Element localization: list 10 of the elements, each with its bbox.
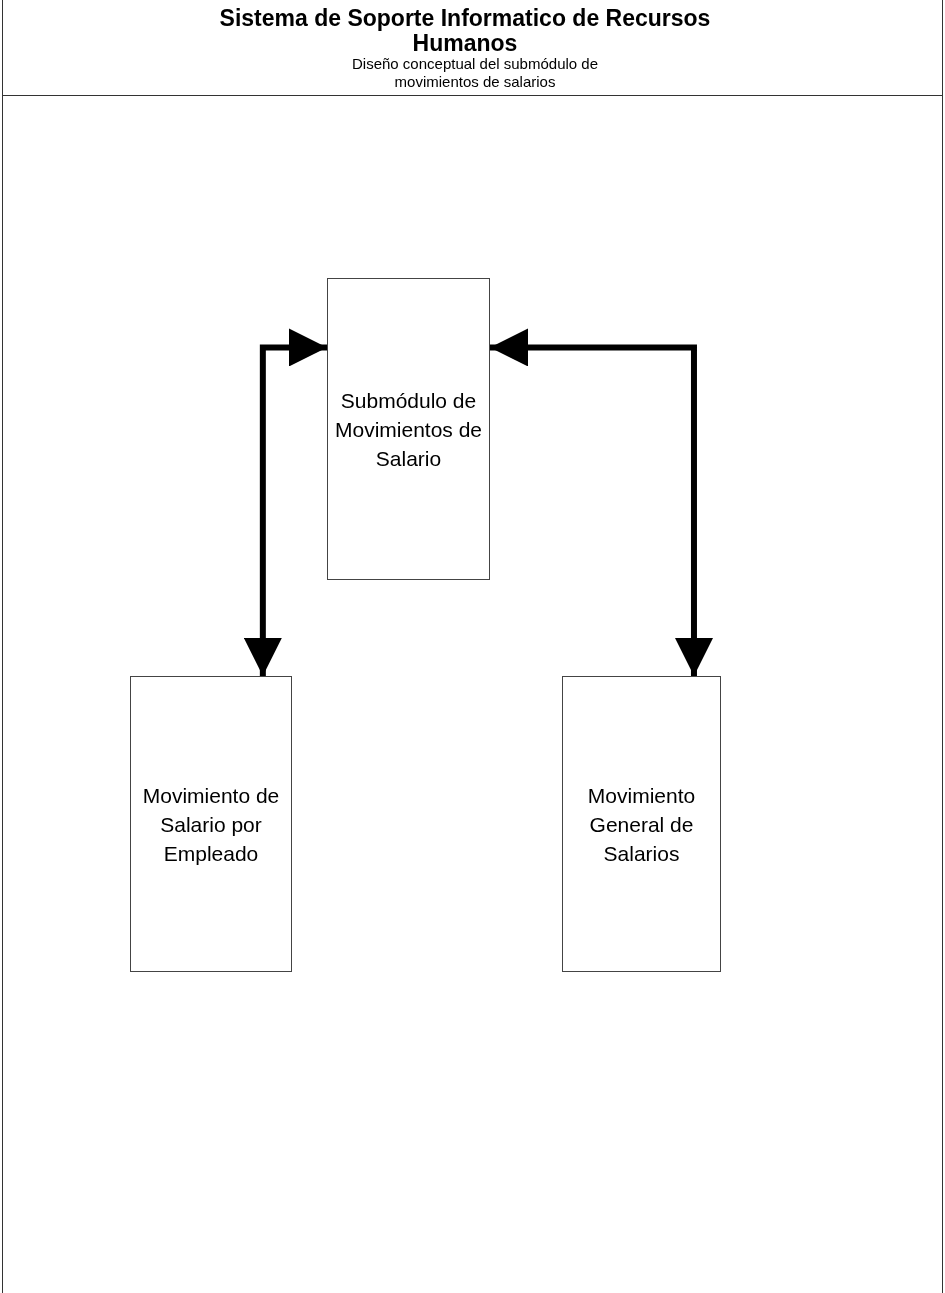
process-box xyxy=(130,676,292,972)
box-label: Movimiento de Salario por Empleado xyxy=(141,782,281,867)
box-label: Submódulo de Movimientos de Salario xyxy=(333,387,484,472)
double-arrow xyxy=(490,328,713,676)
subtitle: Diseño conceptual del submódulo de movimientos de salarios xyxy=(351,55,599,91)
process-box xyxy=(327,278,490,580)
title: Sistema de Soporte Informatico de Recursos Humanos xyxy=(218,6,712,56)
double-arrow xyxy=(243,328,327,676)
process-box xyxy=(562,676,721,972)
box-label: Movimiento General de Salarios xyxy=(586,782,697,867)
